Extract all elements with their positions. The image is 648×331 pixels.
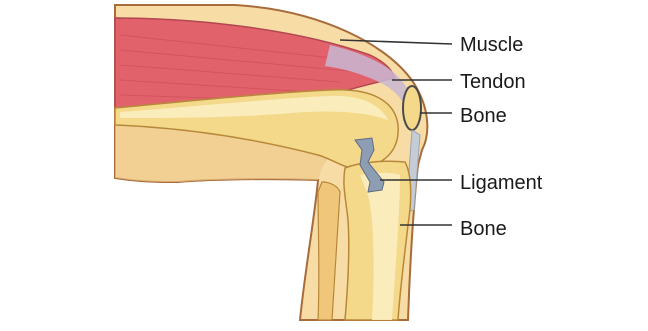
patella-bone [403,86,421,130]
label-bone-upper: Bone [460,104,507,128]
label-bone-lower: Bone [460,217,507,241]
label-tendon: Tendon [460,70,526,94]
label-ligament: Ligament [460,171,542,195]
label-muscle: Muscle [460,33,523,57]
